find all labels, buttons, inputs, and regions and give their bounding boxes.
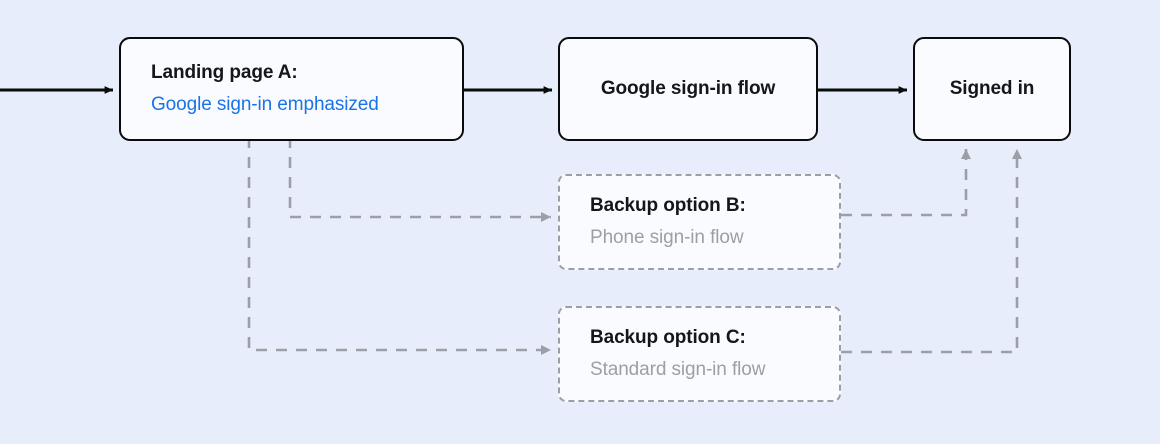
node-landing-page-a[interactable]: Landing page A: Google sign-in emphasize… <box>119 37 464 141</box>
edge-backup-b-to-signed-in <box>841 149 971 217</box>
node-backup-option-b[interactable]: Backup option B: Phone sign-in flow <box>558 174 841 270</box>
node-backup-option-b-title: Backup option B: <box>590 195 746 217</box>
node-landing-page-a-title: Landing page A: <box>151 62 298 84</box>
node-backup-option-c-subtitle: Standard sign-in flow <box>590 358 766 380</box>
edge-backup-c-to-signed-in <box>841 149 1022 354</box>
node-signed-in[interactable]: Signed in <box>913 37 1071 141</box>
node-signed-in-title: Signed in <box>949 78 1035 99</box>
edge-landing-to-backup-b <box>288 137 551 222</box>
node-google-sign-in-flow[interactable]: Google sign-in flow <box>558 37 818 141</box>
node-backup-option-c[interactable]: Backup option C: Standard sign-in flow <box>558 306 841 402</box>
edge-landing-to-backup-c <box>247 137 551 355</box>
node-google-sign-in-flow-title: Google sign-in flow <box>600 78 776 99</box>
node-landing-page-a-subtitle: Google sign-in emphasized <box>151 93 379 115</box>
node-backup-option-b-subtitle: Phone sign-in flow <box>590 226 744 248</box>
node-backup-option-c-title: Backup option C: <box>590 327 746 349</box>
